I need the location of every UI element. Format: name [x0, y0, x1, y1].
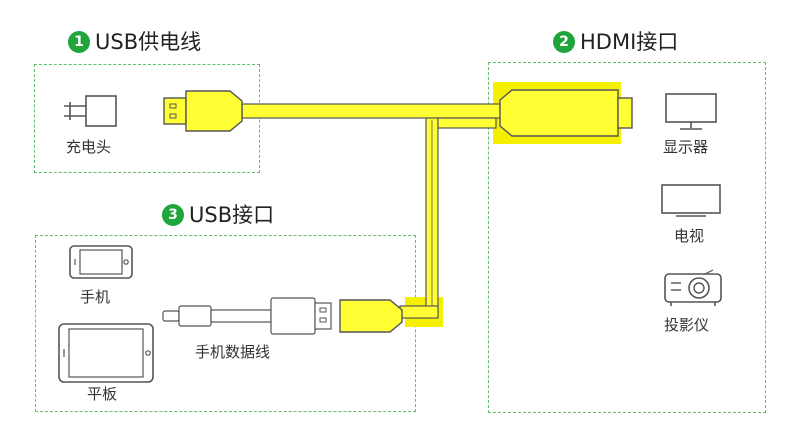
phone-icon	[69, 245, 133, 279]
usb-port-title: 3 USB接口	[162, 204, 274, 226]
hdmi-title: 2 HDMI接口	[553, 31, 678, 53]
power-adapter-icon	[64, 95, 117, 127]
usb-power-plug	[163, 90, 243, 132]
phone-data-cable	[162, 297, 332, 335]
usb-port-title-text: USB接口	[189, 202, 275, 227]
tablet-icon	[58, 323, 154, 383]
power-cable	[241, 103, 501, 119]
usb-power-title-text: USB供电线	[95, 29, 202, 54]
hdmi-group-box	[488, 62, 766, 413]
monitor-label: 显示器	[663, 138, 709, 156]
phone-cable-label: 手机数据线	[195, 343, 271, 361]
projector-label: 投影仪	[664, 316, 710, 334]
hdmi-number-badge: 2	[553, 31, 575, 53]
usb-power-number-badge: 1	[68, 31, 90, 53]
usb-female-plug	[339, 299, 403, 333]
branch-cable	[399, 117, 497, 319]
tablet-label: 平板	[87, 385, 118, 403]
usb-port-number-badge: 3	[162, 204, 184, 226]
hdmi-title-text: HDMI接口	[580, 29, 679, 54]
phone-label: 手机	[80, 288, 111, 306]
projector-icon	[664, 269, 722, 306]
usb-power-title: 1 USB供电线	[68, 31, 201, 53]
monitor-icon	[665, 93, 717, 130]
tv-icon	[661, 184, 721, 217]
charger-label: 充电头	[66, 138, 112, 156]
tv-label: 电视	[674, 227, 705, 245]
hdmi-plug	[499, 89, 633, 137]
